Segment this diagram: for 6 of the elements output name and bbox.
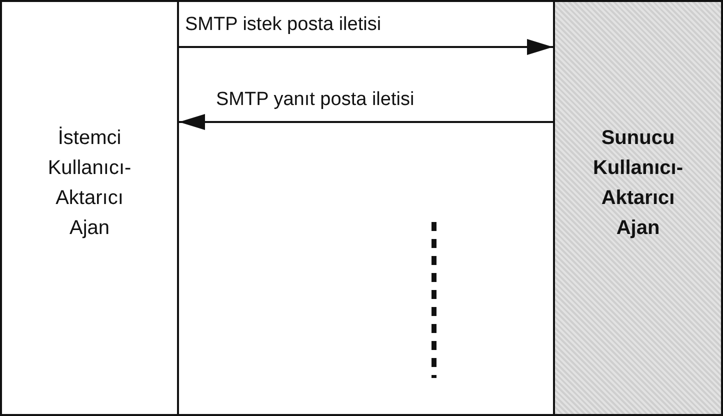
agent-box	[553, 0, 723, 416]
arrow	[179, 39, 553, 55]
agent-box	[0, 0, 179, 416]
agent-label: Sunucu Kullanıcı-Aktarıcı Ajan	[592, 126, 684, 241]
agent-label: İstemci Kullanıcı-Aktarıcı Ajan	[46, 126, 132, 241]
arrow	[179, 114, 553, 130]
